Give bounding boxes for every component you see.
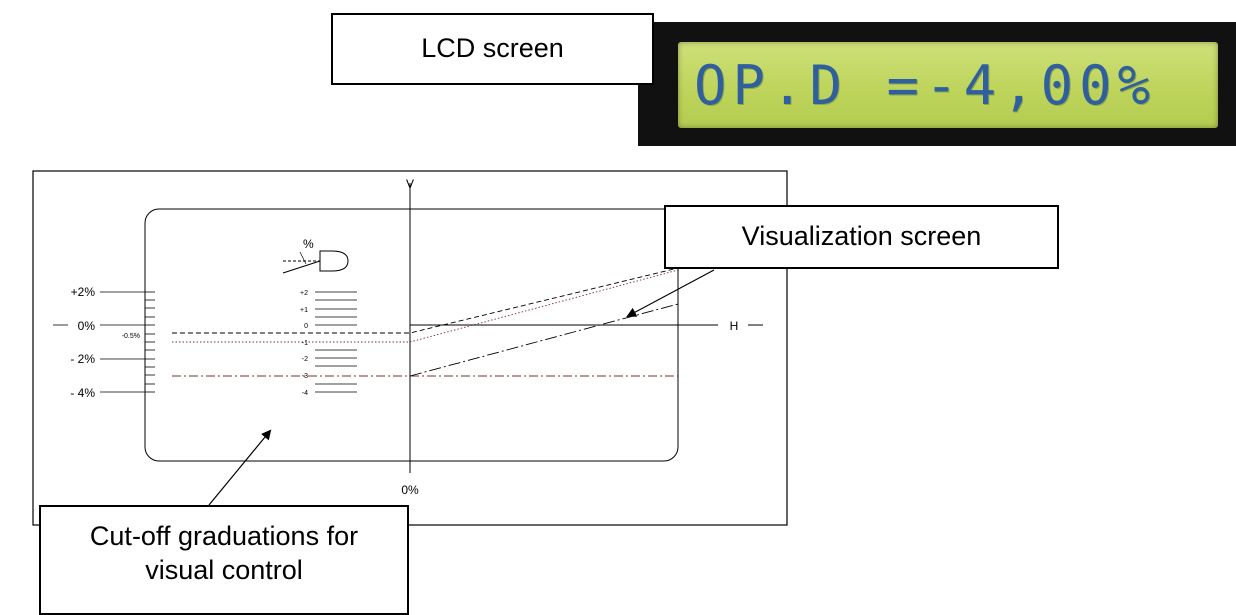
left-scale-minus-half: -0.5% [122,333,140,340]
left-graduation-ticks [145,291,155,393]
bottom-zero-label: 0% [401,483,419,497]
lcd-display-photo: OP.D =-4,00% [638,22,1236,146]
h-axis-label: H [730,319,739,333]
mid-scale-minus3: -3 [302,373,308,380]
cutoff-graduations-callout: Cut-off graduations for visual control [39,505,409,615]
mid-scale-minus1: -1 [302,340,308,347]
cutoff-graduations-callout-text: Cut-off graduations for visual control [89,521,359,585]
visualization-screen-outline [144,208,679,462]
mid-scale-minus2: -2 [302,356,308,363]
mid-scale-zero: 0 [304,323,308,330]
v-axis-label: V [406,177,414,191]
cutoff-line-zero [172,267,679,334]
left-scale-minus2: - 2% [70,352,95,366]
cutoff-line-minus3-rising [409,303,679,377]
lcd-screen: OP.D =-4,00% [678,42,1218,128]
left-scale-minus4: - 4% [70,386,95,400]
left-scale-zero: 0% [78,319,96,333]
mid-graduation-lines [315,291,357,393]
cutoff-arrow [208,429,272,506]
lcd-readout: OP.D =-4,00% [694,53,1157,117]
visualization-arrow [626,269,715,317]
left-scale-plus2: +2% [71,285,96,299]
mid-scale-plus2: +2 [300,290,308,297]
lcd-screen-callout: LCD screen [331,13,654,85]
headlight-icon: % [282,237,349,274]
cutoff-line-minus1 [172,269,679,343]
diagram-frame [32,170,788,526]
visualization-screen-callout: Visualization screen [664,205,1059,269]
lamp-percent-label: % [303,237,314,251]
lcd-screen-callout-text: LCD screen [421,33,564,64]
mid-scale-plus1: +1 [300,307,308,314]
visualization-screen-callout-text: Visualization screen [741,221,982,252]
mid-scale-minus4: -4 [302,390,308,397]
